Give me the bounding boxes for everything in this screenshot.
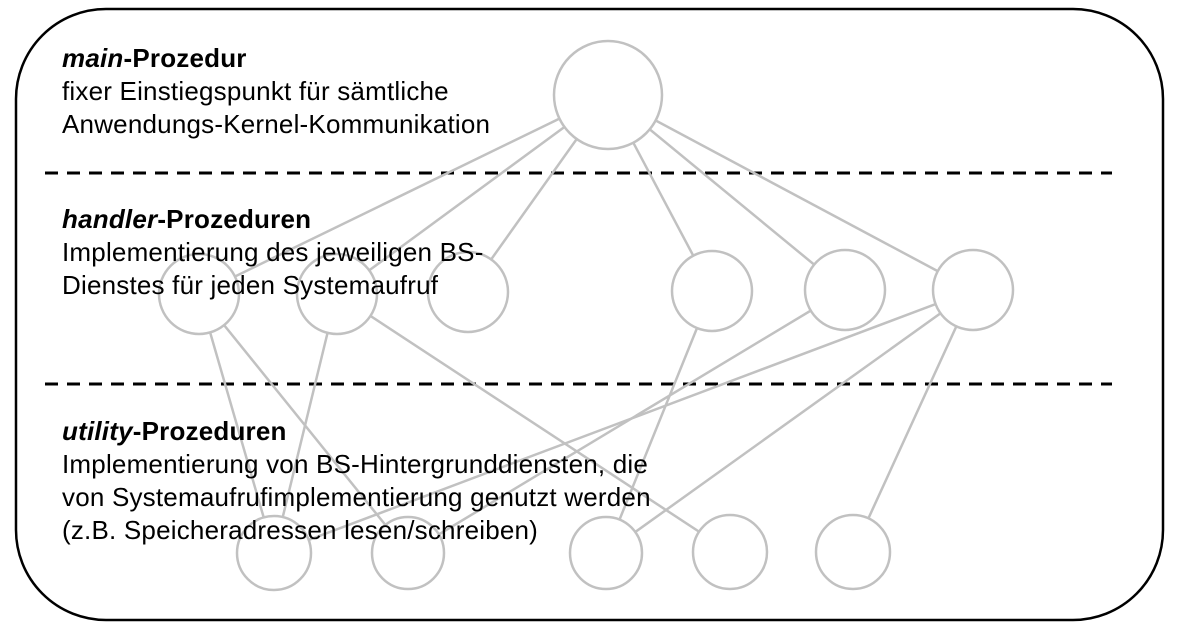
handler-procedures-label-block: handler-Prozeduren Implementierung des j… (62, 203, 484, 302)
call-edge-main-h2 (336, 93, 609, 296)
handler-procedures-heading: handler-Prozeduren (62, 203, 484, 236)
call-edge-h1-u2 (198, 293, 409, 554)
utility-procedures-heading: utility-Prozeduren (62, 415, 651, 448)
handler-procedures-heading-italic: handler (62, 204, 158, 234)
call-edge-main-h6 (607, 93, 974, 292)
call-edge-h2-u1 (272, 293, 339, 554)
procedure-node-u3 (568, 515, 644, 591)
handler-procedures-description-line: Implementierung des jeweiligen BS- (62, 237, 484, 267)
call-edge-h6-u1 (273, 288, 974, 555)
procedure-node-h5 (803, 248, 887, 332)
call-edge-h6-u3 (605, 288, 974, 555)
procedure-node-u1 (235, 514, 313, 592)
main-procedure-heading-rest: -Prozedur (123, 43, 247, 73)
main-procedure-description-line: Anwendungs-Kernel-Kommunikation (62, 109, 491, 139)
main-procedure-label-block: main-Prozedur fixer Einstiegspunkt für s… (62, 42, 490, 141)
call-edge-h4-u3 (604, 290, 714, 554)
procedure-node-h4 (670, 249, 754, 333)
main-procedure-description-line: fixer Einstiegspunkt für sämtliche (62, 76, 449, 106)
call-edge-h6-u5 (851, 289, 975, 553)
procedure-node-h3 (426, 250, 510, 334)
utility-procedures-description-line: Implementierung von BS-Hintergrunddienst… (62, 449, 649, 479)
handler-procedures-description-line: Dienstes für jeden Systemaufruf (62, 270, 439, 300)
call-edge-h2-u4 (336, 292, 731, 554)
utility-procedures-heading-italic: utility (62, 416, 133, 446)
procedure-node-u2 (370, 515, 446, 591)
utility-procedures-description-line: (z.B. Speicheradressen lesen/schreiben) (62, 515, 539, 545)
procedure-node-u5 (814, 513, 892, 591)
call-edge-main-h1 (198, 93, 609, 296)
call-edge-h1-u1 (197, 293, 276, 554)
procedure-node-h6 (931, 248, 1015, 332)
procedure-node-u4 (691, 513, 769, 591)
main-procedure-heading: main-Prozedur (62, 42, 490, 75)
procedure-node-h1 (157, 252, 241, 336)
utility-procedures-heading-rest: -Prozeduren (132, 416, 287, 446)
procedure-node-main (552, 39, 664, 151)
utility-procedures-label-block: utility-Prozeduren Implementierung von B… (62, 415, 651, 547)
outer-rounded-border (14, 7, 1165, 622)
handler-procedures-heading-rest: -Prozeduren (157, 204, 312, 234)
utility-procedures-description-line: von Systemaufrufimplementierung genutzt … (62, 482, 651, 512)
main-procedure-heading-italic: main (62, 43, 124, 73)
procedure-node-h2 (295, 252, 379, 336)
